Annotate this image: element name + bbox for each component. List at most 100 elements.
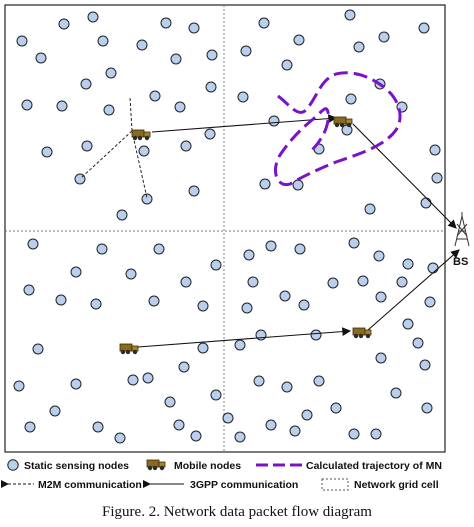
static-sensing-node [24,421,36,433]
static-sensing-node [421,402,433,414]
static-sensing-node [247,276,259,288]
static-sensing-node [265,240,277,252]
gpp-links [137,114,460,348]
static-sensing-node [23,284,35,296]
gpp-link-mn1-mn2 [151,114,338,133]
static-sensing-node [348,237,360,249]
static-sensing-node [188,22,200,34]
static-sensing-node [141,193,153,205]
static-sensing-node [164,396,176,408]
static-sensing-node [70,378,82,390]
static-sensing-node [170,53,182,65]
static-sensing-node [210,389,222,401]
static-sensing-node [259,178,271,190]
static-sensing-node [173,419,185,431]
static-sensing-node [375,291,387,303]
static-sensing-node [424,296,436,308]
static-sensing-node [70,266,82,278]
static-sensing-node [353,41,365,53]
static-sensing-node [294,243,306,255]
static-sensing-node [149,90,161,102]
static-sensing-node [301,409,313,421]
static-sensing-node [197,300,209,312]
static-sensing-node [344,9,356,21]
static-sensing-node [142,372,154,384]
static-sensing-node [402,258,414,270]
static-sensing-node [427,262,439,274]
static-sensing-node [103,104,115,116]
static-sensing-node [310,329,322,341]
trajectory-path [274,71,402,187]
static-sensing-node [313,375,325,387]
m2m-link [131,130,148,199]
static-sensing-node [281,59,293,71]
static-sensing-node [81,140,93,152]
static-sensing-node [92,421,104,433]
static-sensing-node [127,374,139,386]
static-sensing-node [205,81,217,93]
legend-m2m: M2M communication [38,479,142,491]
static-sensing-node [375,352,387,364]
static-sensing-node [105,67,117,79]
static-sensing-node [298,299,310,311]
static-sensing-node [80,78,92,90]
static-sensing-node [222,412,234,424]
gpp-link-mn2-bs [352,123,457,229]
m2m-links [80,96,148,199]
legend-grid-cell: Network grid cell [354,479,439,491]
static-sensing-node [431,172,443,184]
static-sensing-node [58,18,70,30]
static-sensing-node [16,35,28,47]
static-sensing-node [125,268,137,280]
static-sensing-node [370,428,382,440]
static-sensing-node [234,431,246,443]
static-sensing-node [206,49,218,61]
static-sensing-node [114,432,126,444]
mobile-node-vehicle [131,129,151,141]
static-sensing-node [56,100,68,112]
mobile-node-legend-icon [146,459,166,471]
static-sensing-node [138,145,150,157]
static-sensing-node [136,39,148,51]
static-sensing-node [429,144,441,156]
static-sensing-node [289,425,301,437]
static-sensing-node [204,128,216,140]
static-sensing-node [237,91,249,103]
legend-static-nodes: Static sensing nodes [24,460,129,472]
static-sensing-node [210,259,222,271]
mobile-nodes [119,116,372,355]
static-sensing-node [234,339,246,351]
static-sensing-node [396,276,408,288]
legend-mobile-nodes: Mobile nodes [174,460,241,472]
static-sensing-node [390,387,402,399]
static-sensing-node [188,185,200,197]
static-sensing-node [292,179,304,191]
static-sensing-node [418,22,430,34]
static-sensing-node [97,35,109,47]
static-sensing-node [190,430,202,442]
mobile-node-vehicle [119,343,139,355]
static-sensing-node [174,101,186,113]
static-sensing-node [180,276,192,288]
static-sensing-node [293,34,305,46]
static-sensing-node [265,419,277,431]
static-sensing-node [373,250,385,262]
static-sensing-node [13,380,25,392]
static-sensing-node [90,298,102,310]
static-sensing-node [378,31,390,43]
static-sensing-nodes [13,9,443,444]
static-node-legend-icon [7,459,19,471]
static-sensing-node [420,197,432,209]
legend-3gpp: 3GPP communication [190,479,298,491]
static-sensing-node [253,375,265,387]
static-sensing-node [35,52,47,64]
static-sensing-node [178,361,190,373]
m2m-link [129,96,133,132]
network-area-border [4,4,446,453]
static-sensing-node [327,277,339,289]
gpp-link-mn3-mn4 [137,327,352,348]
static-sensing-node [55,294,67,306]
static-sensing-node [402,318,414,330]
grid-cell-legend-icon [321,478,349,491]
